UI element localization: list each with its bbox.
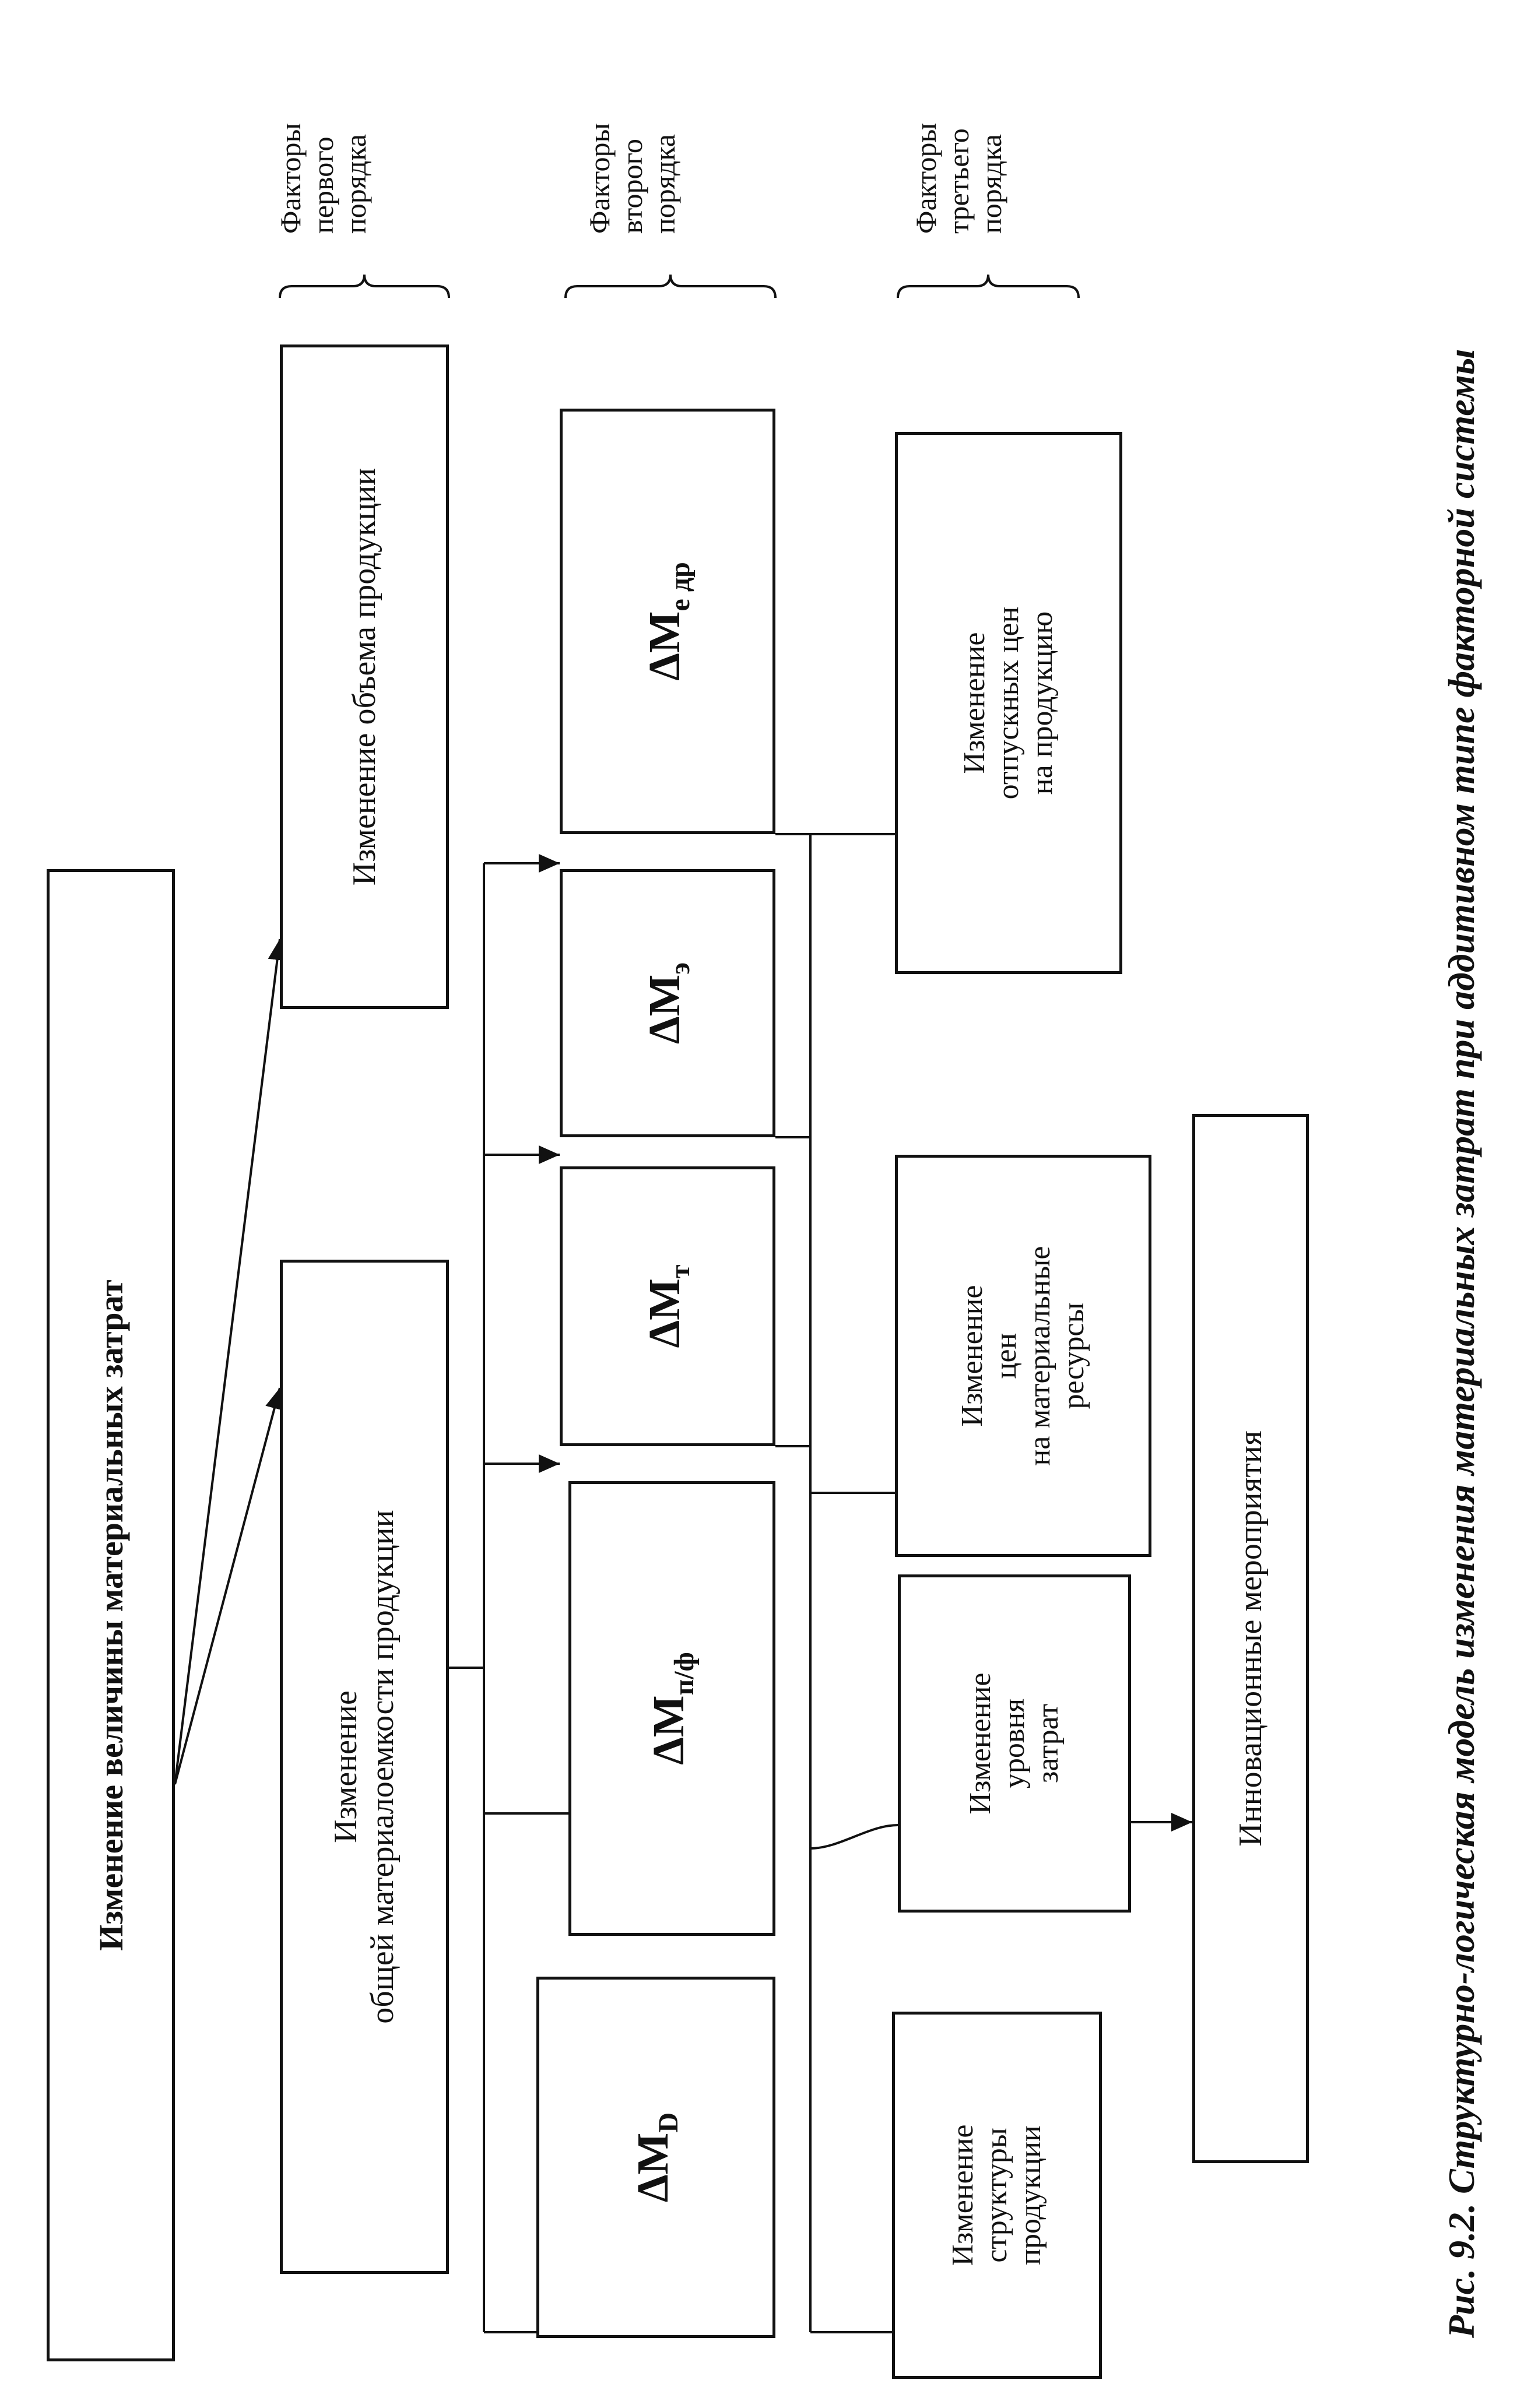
delta-m-pf-symbol: ΔMп/ф [644, 1652, 700, 1765]
sale-prices-box: Изменение отпускных цен на продукцию [895, 432, 1122, 974]
delta-m-d-box: ΔMD [536, 1977, 775, 2338]
resource-prices-box: Изменение цен на материальные ресурсы [895, 1155, 1151, 1557]
materialoemkost-label: Изменение общей материалоемкости продукц… [328, 1510, 401, 2024]
volume-box: Изменение объема продукции [280, 344, 449, 1009]
resource-prices-label: Изменение цен на материальные ресурсы [955, 1246, 1091, 1466]
delta-m-pf-box: ΔMп/ф [568, 1481, 775, 1936]
cost-level-label: Изменение уровня затрат [963, 1672, 1065, 1815]
root-box: Изменение величины материальных затрат [47, 869, 175, 2361]
brace-level1 [279, 274, 450, 298]
delta-m-t-box: ΔMт [560, 1166, 775, 1446]
delta-m-e-box: ΔMэ [560, 869, 775, 1137]
innovations-label: Инновационные мероприятия [1232, 1430, 1269, 1847]
sale-prices-label: Изменение отпускных цен на продукцию [957, 606, 1059, 800]
delta-m-edr-symbol: ΔMе др [640, 562, 696, 681]
delta-m-edr-box: ΔMе др [560, 409, 775, 834]
arrow-root-to-materialoemkost [174, 1387, 284, 1785]
delta-m-t-symbol: ΔMт [640, 1264, 696, 1348]
volume-label: Изменение объема продукции [346, 467, 382, 886]
cost-level-box: Изменение уровня затрат [898, 1574, 1131, 1913]
delta-m-d-symbol: ΔMD [628, 2112, 684, 2203]
link-l1-to-trunk [449, 863, 485, 1669]
arrow-root-to-volume [174, 938, 287, 1785]
l3-cost-link [810, 1824, 898, 1850]
factor-label-third: Факторы третьего порядка [910, 122, 1007, 234]
materialoemkost-box: Изменение общей материалоемкости продукц… [280, 1260, 449, 2274]
factor-label-first: Факторы первого порядка [274, 122, 372, 234]
figure-caption: Рис. 9.2. Структурно-логическая модель и… [1441, 349, 1482, 2338]
brace-level3 [897, 274, 1080, 298]
structure-label: Изменение структуры продукции [946, 2124, 1048, 2266]
innovations-box: Инновационные мероприятия [1192, 1114, 1309, 2163]
delta-m-e-symbol: ΔMэ [640, 962, 696, 1045]
brace-level2 [564, 274, 777, 298]
structure-box: Изменение структуры продукции [892, 2012, 1102, 2379]
root-label: Изменение величины материальных затрат [92, 1279, 130, 1951]
factor-label-second: Факторы второго порядка [583, 122, 681, 234]
